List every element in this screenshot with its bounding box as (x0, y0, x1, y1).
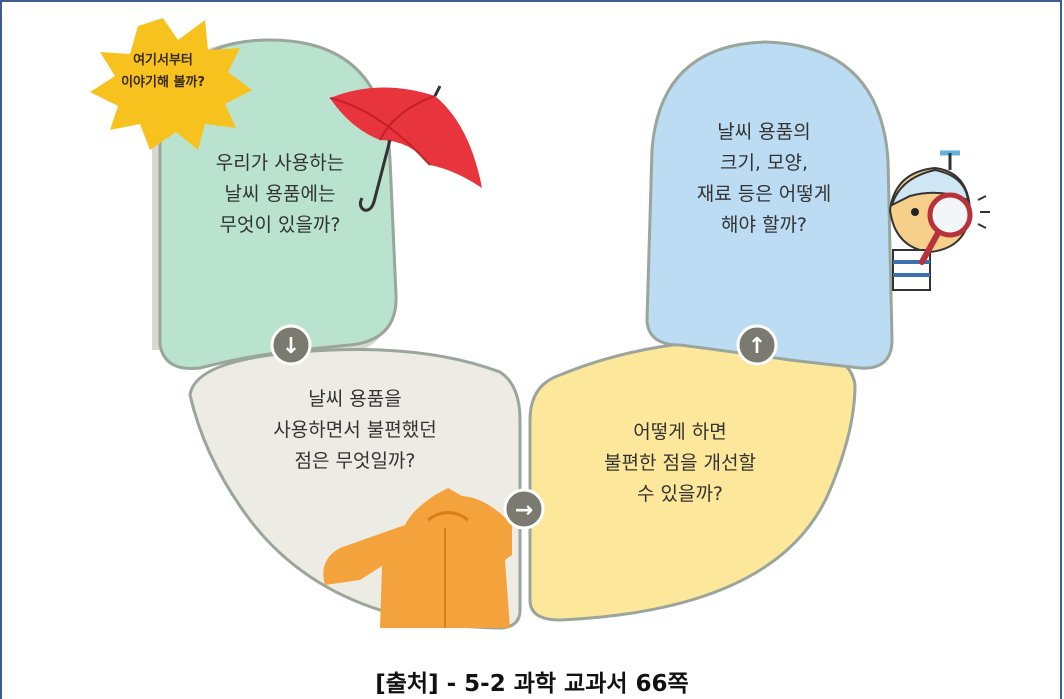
card-line: 우리가 사용하는 (215, 152, 345, 174)
starburst-line: 이야기해 볼까? (121, 75, 205, 90)
card-top-left-text: 우리가 사용하는 날씨 용품에는 무엇이 있을까? (190, 148, 370, 241)
card-line: 사용하면서 불편했던 (273, 419, 437, 441)
card-bottom-left-text: 날씨 용품을 사용하면서 불편했던 점은 무엇일까? (245, 384, 465, 477)
card-line: 재료 등은 어떻게 (696, 183, 832, 205)
arrow-right-icon: → (515, 498, 533, 523)
card-bottom-right-text: 어떻게 하면 불편한 점을 개선할 수 있을까? (570, 417, 790, 510)
card-line: 어떻게 하면 (633, 421, 727, 443)
arrow-right-badge: → (503, 488, 545, 530)
starburst-badge (90, 18, 252, 150)
umbrella-icon (329, 85, 482, 212)
card-line: 날씨 용품의 (717, 121, 811, 143)
starburst-line: 여기서부터 (133, 53, 193, 68)
card-line: 수 있을까? (636, 483, 724, 505)
card-line: 날씨 용품에는 (224, 183, 336, 205)
starburst-text: 여기서부터 이야기해 볼까? (92, 50, 234, 94)
raincoat-icon (323, 488, 512, 628)
card-line: 무엇이 있을까? (219, 214, 341, 236)
source-caption: [출처] - 5-2 과학 교과서 66쪽 (375, 671, 689, 697)
card-line: 날씨 용품을 (308, 388, 402, 410)
card-top-right (645, 40, 894, 370)
card-line: 크기, 모양, (719, 152, 809, 174)
child-character-icon (888, 150, 990, 291)
card-line: 해야 할까? (720, 214, 808, 236)
arrow-down-badge: ↓ (270, 324, 312, 366)
arrow-up-badge: ↑ (736, 324, 778, 366)
arrow-up-icon: ↑ (748, 334, 766, 359)
card-line: 불편한 점을 개선할 (604, 452, 756, 474)
arrow-down-icon: ↓ (282, 334, 300, 359)
card-top-right-text: 날씨 용품의 크기, 모양, 재료 등은 어떻게 해야 할까? (664, 117, 864, 241)
card-bottom-right (528, 338, 857, 622)
card-line: 점은 무엇일까? (294, 450, 416, 472)
